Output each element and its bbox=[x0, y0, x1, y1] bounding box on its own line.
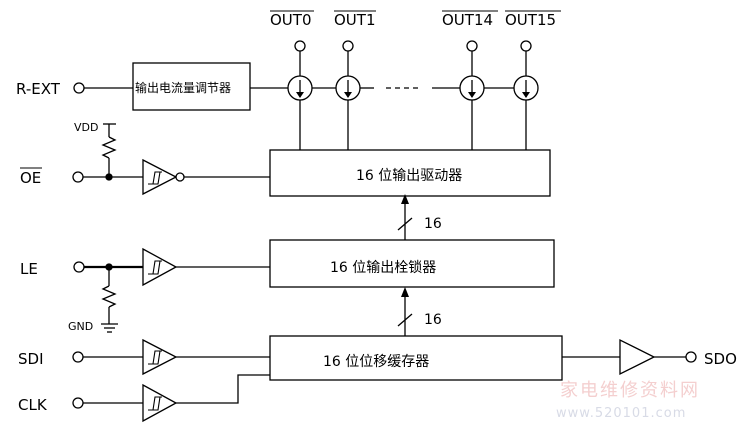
sdi-schmitt-buffer bbox=[142, 338, 178, 376]
pullup-resistor bbox=[101, 136, 117, 159]
le-section bbox=[73, 247, 270, 333]
bus-latch-to-driver bbox=[397, 194, 413, 240]
output-driver-box bbox=[269, 149, 551, 197]
pin-circle-sdo bbox=[685, 351, 697, 363]
label-out15: OUT15 bbox=[505, 11, 556, 29]
watermark-url: www.520101.com bbox=[556, 406, 686, 421]
label-vdd: VDD bbox=[74, 121, 98, 134]
label-out1: OUT1 bbox=[334, 11, 376, 29]
label-sdi: SDI bbox=[18, 350, 44, 368]
bus-width-latch-driver: 16 bbox=[424, 216, 442, 232]
rext-section bbox=[73, 62, 251, 111]
current-regulator-label: 输出电流量调节器 bbox=[135, 80, 231, 95]
output-pins bbox=[250, 40, 539, 150]
label-gnd: GND bbox=[68, 320, 93, 333]
watermark: 家电维修资料网 www.520101.com bbox=[556, 380, 700, 421]
inverter-bubble bbox=[175, 172, 185, 182]
label-out0: OUT0 bbox=[270, 11, 312, 29]
label-sdo: SDO bbox=[704, 350, 737, 368]
pin-circle-oe bbox=[72, 171, 84, 183]
pin-circle-sdi bbox=[72, 351, 84, 363]
oe-section bbox=[72, 123, 270, 196]
pulldown-resistor bbox=[101, 285, 117, 308]
pin-circle-rext bbox=[73, 82, 85, 94]
label-le: LE bbox=[20, 260, 38, 278]
label-rext: R-EXT bbox=[16, 80, 61, 98]
pin-circle-clk bbox=[72, 397, 84, 409]
output-driver-label: 16 位输出驱动器 bbox=[356, 168, 462, 184]
pin-circle-le bbox=[73, 261, 85, 273]
bus-shift-to-latch bbox=[397, 287, 413, 336]
schmitt-icon bbox=[148, 396, 162, 411]
pin-circle-out1 bbox=[342, 40, 354, 52]
label-clk: CLK bbox=[18, 396, 48, 414]
shift-register-label: 16 位位移缓存器 bbox=[323, 354, 429, 370]
output-latch-box bbox=[269, 239, 555, 288]
le-schmitt-buffer bbox=[142, 247, 178, 287]
oe-schmitt-buffer bbox=[142, 158, 178, 196]
watermark-text: 家电维修资料网 bbox=[560, 380, 700, 401]
schmitt-icon bbox=[148, 350, 162, 365]
label-out14: OUT14 bbox=[442, 11, 493, 29]
current-regulator-box bbox=[132, 62, 251, 111]
output-labels: OUT0 OUT1 OUT14 OUT15 bbox=[270, 10, 561, 29]
label-oe: OE bbox=[20, 169, 41, 187]
output-latch-label: 16 位输出栓锁器 bbox=[330, 260, 436, 276]
clk-schmitt-buffer bbox=[142, 383, 178, 423]
junction-oe bbox=[105, 173, 113, 181]
junction-le bbox=[105, 263, 113, 271]
sdi-clk-section bbox=[72, 338, 270, 423]
schmitt-icon bbox=[148, 171, 162, 185]
pin-circle-out14 bbox=[466, 40, 478, 52]
pin-circle-out0 bbox=[294, 40, 306, 52]
sdo-output-buffer bbox=[619, 338, 656, 376]
schmitt-icon bbox=[148, 260, 162, 275]
shift-register-box bbox=[269, 335, 563, 381]
bus-width-shift-latch: 16 bbox=[424, 312, 442, 328]
pin-circle-out15 bbox=[520, 40, 532, 52]
sdo-section bbox=[562, 338, 697, 376]
